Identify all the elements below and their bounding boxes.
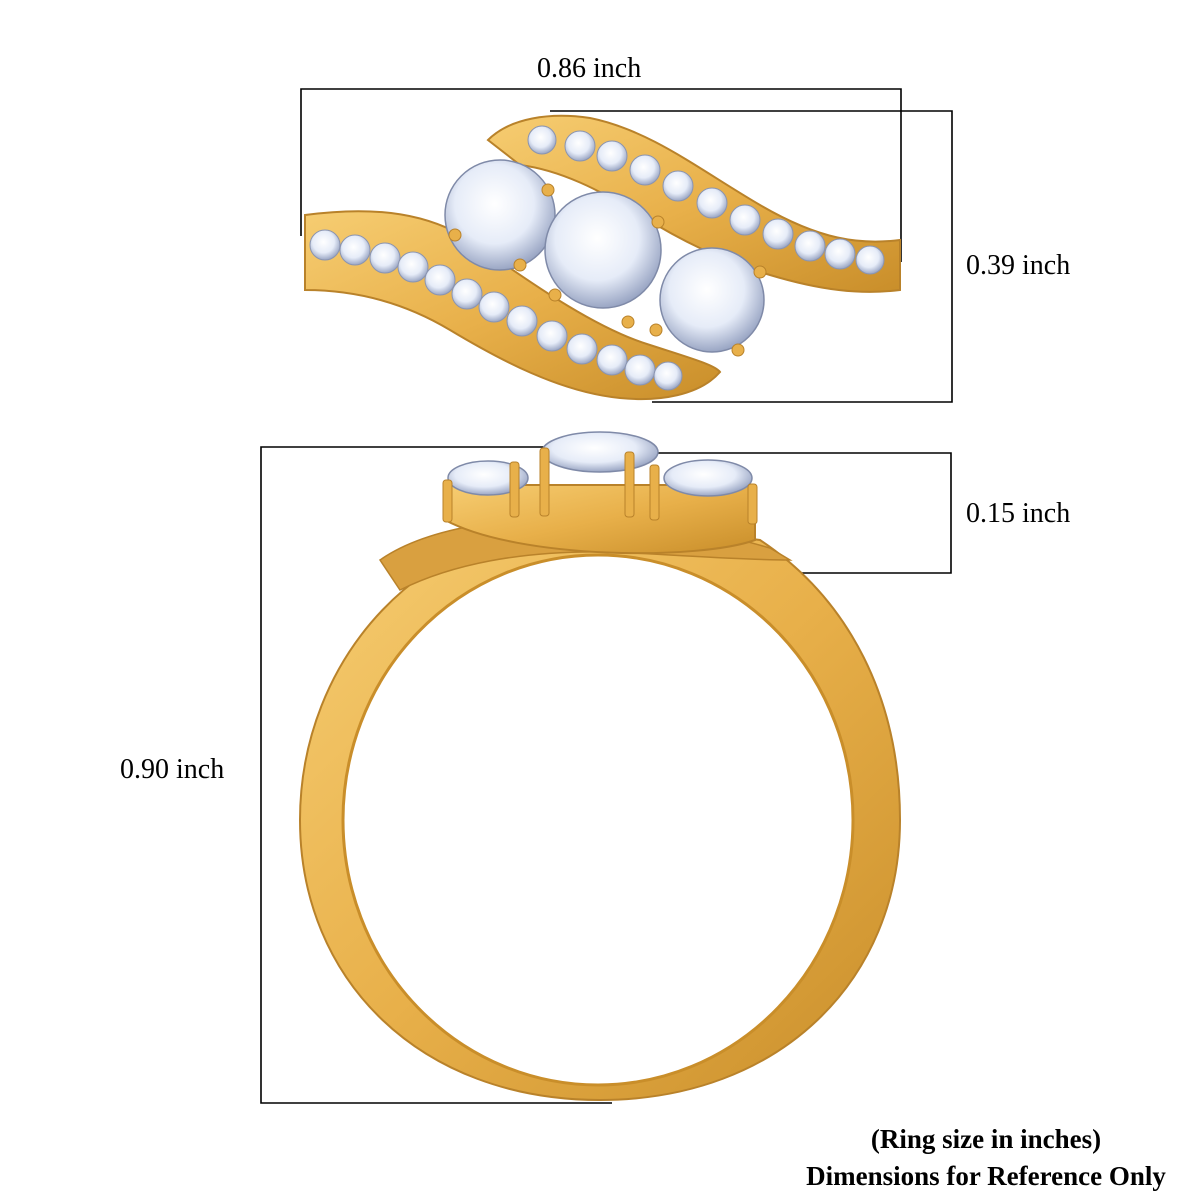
top-view-pave-upper bbox=[527, 125, 885, 275]
footer-reference-note: Dimensions for Reference Only bbox=[806, 1161, 1166, 1191]
stone-height-label: 0.15 inch bbox=[966, 498, 1071, 529]
top-view-dimension-lines bbox=[300, 88, 953, 403]
side-view-ring bbox=[298, 431, 902, 1102]
top-view-main-stones bbox=[444, 159, 765, 353]
top-width-label: 0.86 inch bbox=[537, 53, 642, 84]
side-view-stones bbox=[447, 431, 753, 497]
top-view-ring bbox=[304, 114, 901, 401]
ring-height-label: 0.90 inch bbox=[120, 754, 225, 785]
top-view-pave-lower bbox=[309, 229, 683, 391]
top-view-prongs bbox=[448, 183, 767, 357]
footer-ring-size-note: (Ring size in inches) bbox=[870, 1124, 1102, 1154]
top-height-label: 0.39 inch bbox=[966, 250, 1071, 281]
side-view-prongs bbox=[442, 447, 758, 525]
